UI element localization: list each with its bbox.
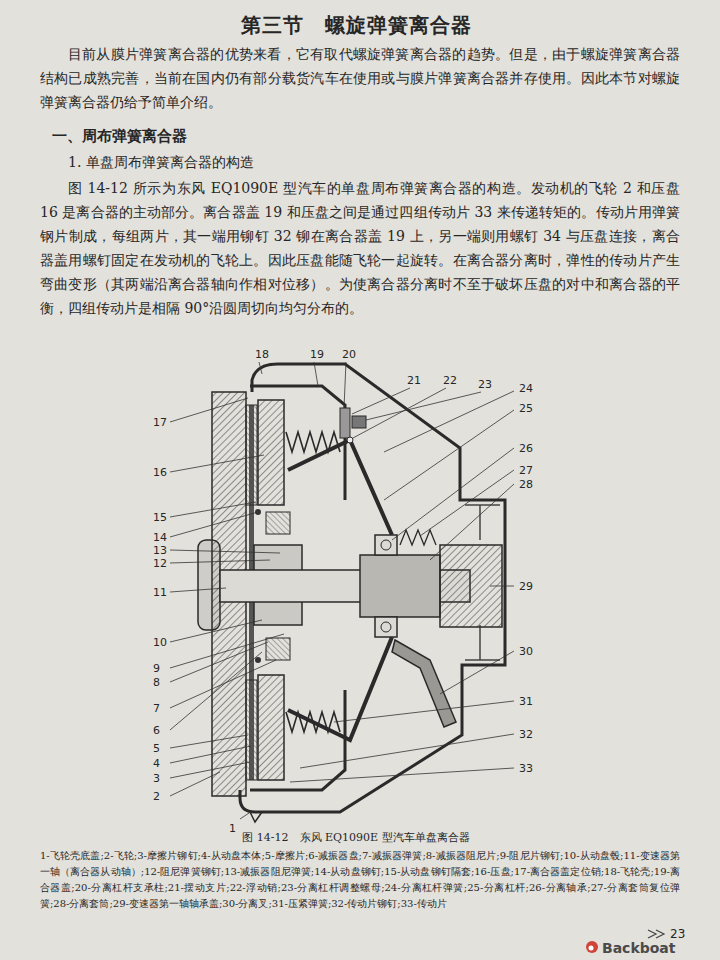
callout-number: 18 (254, 348, 270, 361)
release-lever (288, 440, 392, 535)
leader-line (170, 588, 226, 592)
clutch-cover (250, 690, 345, 790)
subsection-heading: 1. 单盘周布弹簧离合器的构造 (68, 152, 254, 172)
leader-line (430, 484, 514, 560)
release-bearing (375, 535, 397, 555)
page-title: 第三节 螺旋弹簧离合器 (0, 12, 716, 39)
callout-number: 29 (518, 580, 534, 593)
leader-line (170, 550, 280, 553)
body-paragraph: 目前从膜片弹簧离合器的优势来看，它有取代螺旋弹簧离合器的趋势。但是，由于螺旋弹簧… (40, 42, 680, 114)
callout-number: 1 (228, 822, 237, 835)
friction-lining (246, 405, 257, 505)
leader-line (392, 448, 514, 540)
callout-number: 5 (152, 742, 161, 755)
callout-number: 9 (152, 662, 161, 675)
watermark-logo (589, 946, 594, 951)
leader-line (170, 512, 258, 537)
leader-line (170, 502, 256, 517)
pressure-plate (258, 400, 284, 505)
leader-line (384, 410, 514, 500)
callout-number: 17 (152, 416, 168, 429)
leader-line (490, 586, 514, 587)
leader-line (366, 392, 481, 420)
callout-number: 21 (406, 374, 422, 387)
page-arrows (648, 930, 664, 938)
callout-number: 33 (518, 762, 534, 775)
callout-number: 2 (152, 790, 161, 803)
leader-line (353, 388, 446, 438)
callout-number: 22 (442, 374, 458, 387)
callout-number: 11 (152, 586, 168, 599)
leader-line (170, 762, 250, 778)
leader-line (170, 660, 276, 708)
friction-lining (246, 680, 257, 780)
callout-number: 7 (152, 702, 161, 715)
lever-support (340, 408, 350, 438)
leader-line (440, 651, 514, 694)
damper-spring (266, 512, 290, 534)
leader-line (170, 642, 268, 682)
callout-number: 20 (341, 348, 357, 361)
callout-number: 16 (152, 466, 168, 479)
callout-number: 8 (152, 676, 161, 689)
bearing-ball (381, 540, 391, 550)
section-heading: 一、周布弹簧离合器 (52, 126, 187, 146)
drain-tab (250, 812, 262, 822)
leader-line (170, 398, 248, 422)
adjusting-nut (352, 416, 366, 428)
bearing-ball (381, 622, 391, 632)
leader-line (290, 768, 514, 782)
return-spring (400, 530, 436, 545)
leader-line (170, 735, 248, 748)
leader-lines (170, 362, 514, 819)
watermark: Backboat (602, 940, 676, 956)
callout-number: 27 (518, 464, 534, 477)
leader-line (170, 455, 264, 472)
leader-line (170, 620, 262, 642)
callout-number: 14 (152, 531, 168, 544)
leader-line (352, 388, 410, 414)
parts-list: 1-飞轮壳底盖;2-飞轮;3-摩擦片铆钉;4-从动盘本体;5-摩擦片;6-减振器… (40, 848, 680, 912)
callout-number: 28 (518, 478, 534, 491)
leader-line (384, 391, 514, 452)
clutch-cover (250, 386, 345, 500)
callout-number: 30 (518, 645, 534, 658)
leader-line (334, 701, 514, 722)
damper-spring (266, 638, 290, 660)
watermark-logo (586, 941, 598, 953)
callout-number: 31 (518, 695, 534, 708)
leader-line (259, 362, 262, 374)
figure-caption: 图 14-12 东风 EQ1090E 型汽车单盘离合器 (0, 831, 716, 845)
pressure-plate (258, 675, 284, 780)
leader-line (170, 560, 270, 563)
body-paragraph: 图 14-12 所示为东风 EQ1090E 型汽车的单盘周布弹簧离合器的构造。发… (40, 176, 680, 320)
callout-number: 12 (152, 557, 168, 570)
rivet (255, 657, 261, 663)
callout-number: 13 (152, 544, 168, 557)
callout-number: 6 (152, 724, 161, 737)
leader-line (170, 634, 284, 668)
leader-line (300, 734, 514, 768)
floating-pin (347, 437, 353, 443)
callout-number: 4 (152, 757, 161, 770)
release-lever (288, 637, 392, 740)
callout-number: 23 (477, 378, 493, 391)
callout-number: 24 (518, 382, 534, 395)
callout-number: 26 (518, 442, 534, 455)
callout-number: 25 (518, 402, 534, 415)
leader-line (314, 362, 318, 386)
leader-line (170, 772, 220, 796)
callout-number: 15 (152, 511, 168, 524)
leader-line (170, 746, 251, 763)
page-number: 23 (670, 927, 685, 941)
callout-number: 19 (309, 348, 325, 361)
release-bearing (375, 617, 397, 637)
callout-number: 3 (152, 772, 161, 785)
callout-number: 32 (518, 728, 534, 741)
leader-line (344, 362, 346, 408)
leader-line (240, 811, 252, 819)
callout-number: 10 (152, 636, 168, 649)
release-sleeve (360, 555, 440, 617)
